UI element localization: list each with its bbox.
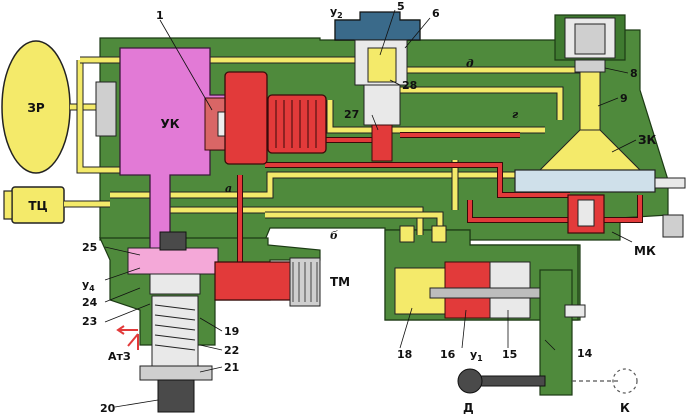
part-6-label: 6 bbox=[432, 7, 440, 20]
reservoir-zr-label: ЗР bbox=[27, 101, 45, 115]
handle-mechanism bbox=[457, 269, 638, 396]
part-8-label: 8 bbox=[630, 67, 638, 80]
part-28-label: 28 bbox=[402, 79, 417, 92]
chamber-zk-label: ЗК bbox=[638, 133, 657, 147]
port-y4-label: у4 bbox=[82, 278, 95, 293]
channel-b-label: б bbox=[330, 229, 338, 242]
brake-line-tm-label: ТМ bbox=[330, 275, 350, 289]
part-22-label: 22 bbox=[224, 344, 239, 357]
reservoir-zr: ЗР bbox=[1, 40, 71, 174]
part-15-label: 15 bbox=[502, 348, 517, 361]
chamber-mk-label: МК bbox=[634, 244, 656, 258]
part-24-label: 24 bbox=[82, 296, 98, 309]
part-25-label: 25 bbox=[82, 241, 97, 254]
part-18-label: 18 bbox=[397, 348, 412, 361]
part-19-label: 19 bbox=[224, 325, 239, 338]
part-27-label: 27 bbox=[344, 108, 359, 121]
piston-chamber bbox=[224, 71, 327, 165]
lower-left-valve bbox=[127, 231, 219, 413]
brake-line-tm: ТМ bbox=[214, 257, 350, 307]
atmosphere-exhaust: АтЗ bbox=[108, 325, 139, 363]
part-9-label: 9 bbox=[620, 92, 628, 105]
top-middle-valve bbox=[334, 11, 421, 162]
leader-lines bbox=[104, 9, 637, 408]
part-21-label: 21 bbox=[224, 361, 239, 374]
channel-a-label: а bbox=[225, 182, 232, 195]
part-16-label: 16 bbox=[440, 348, 456, 361]
handle-position-k-label: К bbox=[620, 401, 630, 415]
port-y1-label: у1 bbox=[470, 348, 483, 363]
part-14-label: 14 bbox=[577, 347, 593, 360]
reservoir-tc-label: ТЦ bbox=[28, 199, 47, 213]
handle-position-d-label: Д bbox=[463, 401, 474, 415]
chamber-uk-label: УК bbox=[160, 117, 179, 131]
part-23-label: 23 bbox=[82, 315, 97, 328]
port-y2-label: у2 bbox=[330, 5, 343, 20]
atmosphere-label: АтЗ bbox=[108, 350, 131, 363]
channel-d-label: д bbox=[466, 57, 474, 70]
part-5-label: 5 bbox=[397, 0, 405, 13]
part-labels: 1 5 6 8 9 14 15 16 18 19 20 21 22 23 24 … bbox=[82, 0, 638, 415]
part-20-label: 20 bbox=[100, 402, 116, 415]
reservoir-tc: ТЦ bbox=[3, 186, 65, 224]
right-upper-valve bbox=[514, 17, 686, 238]
channel-g-label: г bbox=[512, 108, 519, 121]
part-1-label: 1 bbox=[156, 9, 164, 22]
